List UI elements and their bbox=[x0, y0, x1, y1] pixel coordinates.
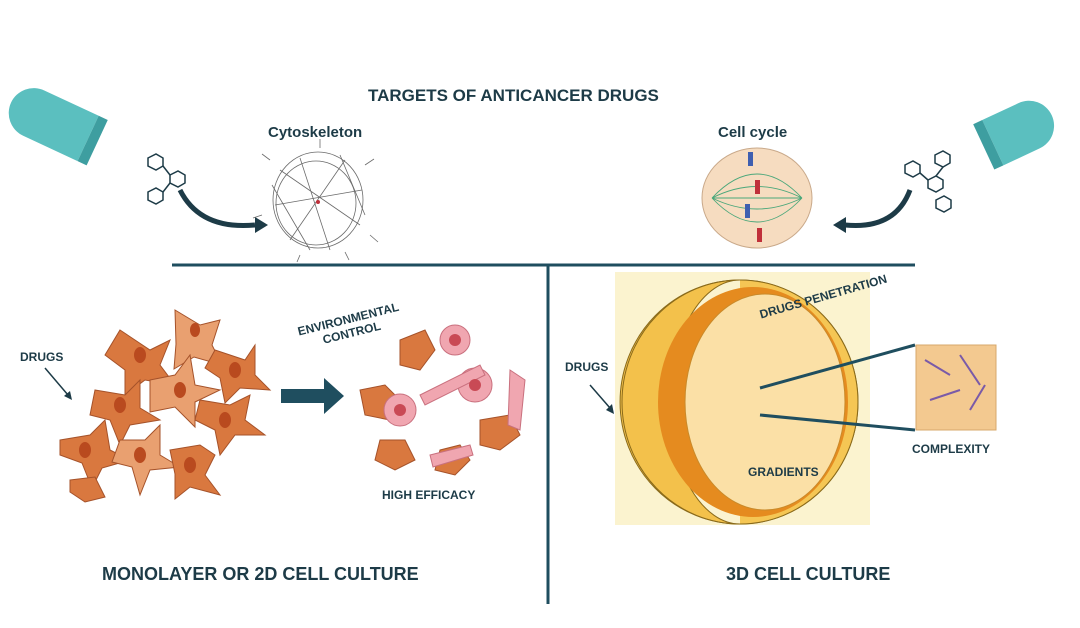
cytoskeleton-label: Cytoskeleton bbox=[268, 124, 363, 141]
diagram-title: TARGETS OF ANTICANCER DRUGS bbox=[368, 86, 659, 105]
spheroid-illustration bbox=[619, 279, 859, 525]
arrow-icon-right bbox=[844, 189, 913, 229]
cell-cycle-illustration bbox=[701, 147, 813, 249]
drug-molecule-icon-left bbox=[147, 153, 186, 205]
cytoskeleton-illustration bbox=[252, 139, 379, 263]
pointer-line-complexity bbox=[759, 413, 916, 432]
drugs-arrow-icon-left bbox=[44, 367, 69, 396]
complexity-label: COMPLEXITY bbox=[912, 442, 991, 456]
gradients-label: GRADIENTS bbox=[748, 465, 819, 479]
big-arrow-icon bbox=[281, 378, 344, 414]
drugs-label-right: DRUGS bbox=[565, 360, 609, 374]
pointer-line-penetration bbox=[759, 343, 916, 390]
high-efficacy-label: HIGH EFFICACY bbox=[382, 488, 476, 502]
cell-cycle-label: Cell cycle bbox=[718, 124, 788, 141]
arrow-icon-left bbox=[177, 188, 256, 229]
drugs-label-left: DRUGS bbox=[20, 350, 64, 364]
capsule-icon-right bbox=[973, 100, 1055, 170]
drugs-arrow-icon-right bbox=[589, 384, 611, 409]
3d-culture-caption: 3D CELL CULTURE bbox=[726, 564, 891, 584]
monolayer-caption: MONOLAYER OR 2D CELL CULTURE bbox=[102, 564, 419, 584]
treated-cells bbox=[359, 324, 526, 476]
complexity-inset bbox=[915, 344, 997, 431]
capsule-icon-left bbox=[8, 88, 108, 166]
monolayer-cells bbox=[59, 309, 272, 503]
drug-molecule-icon-right bbox=[904, 150, 952, 213]
cell-nuclei bbox=[79, 323, 241, 473]
